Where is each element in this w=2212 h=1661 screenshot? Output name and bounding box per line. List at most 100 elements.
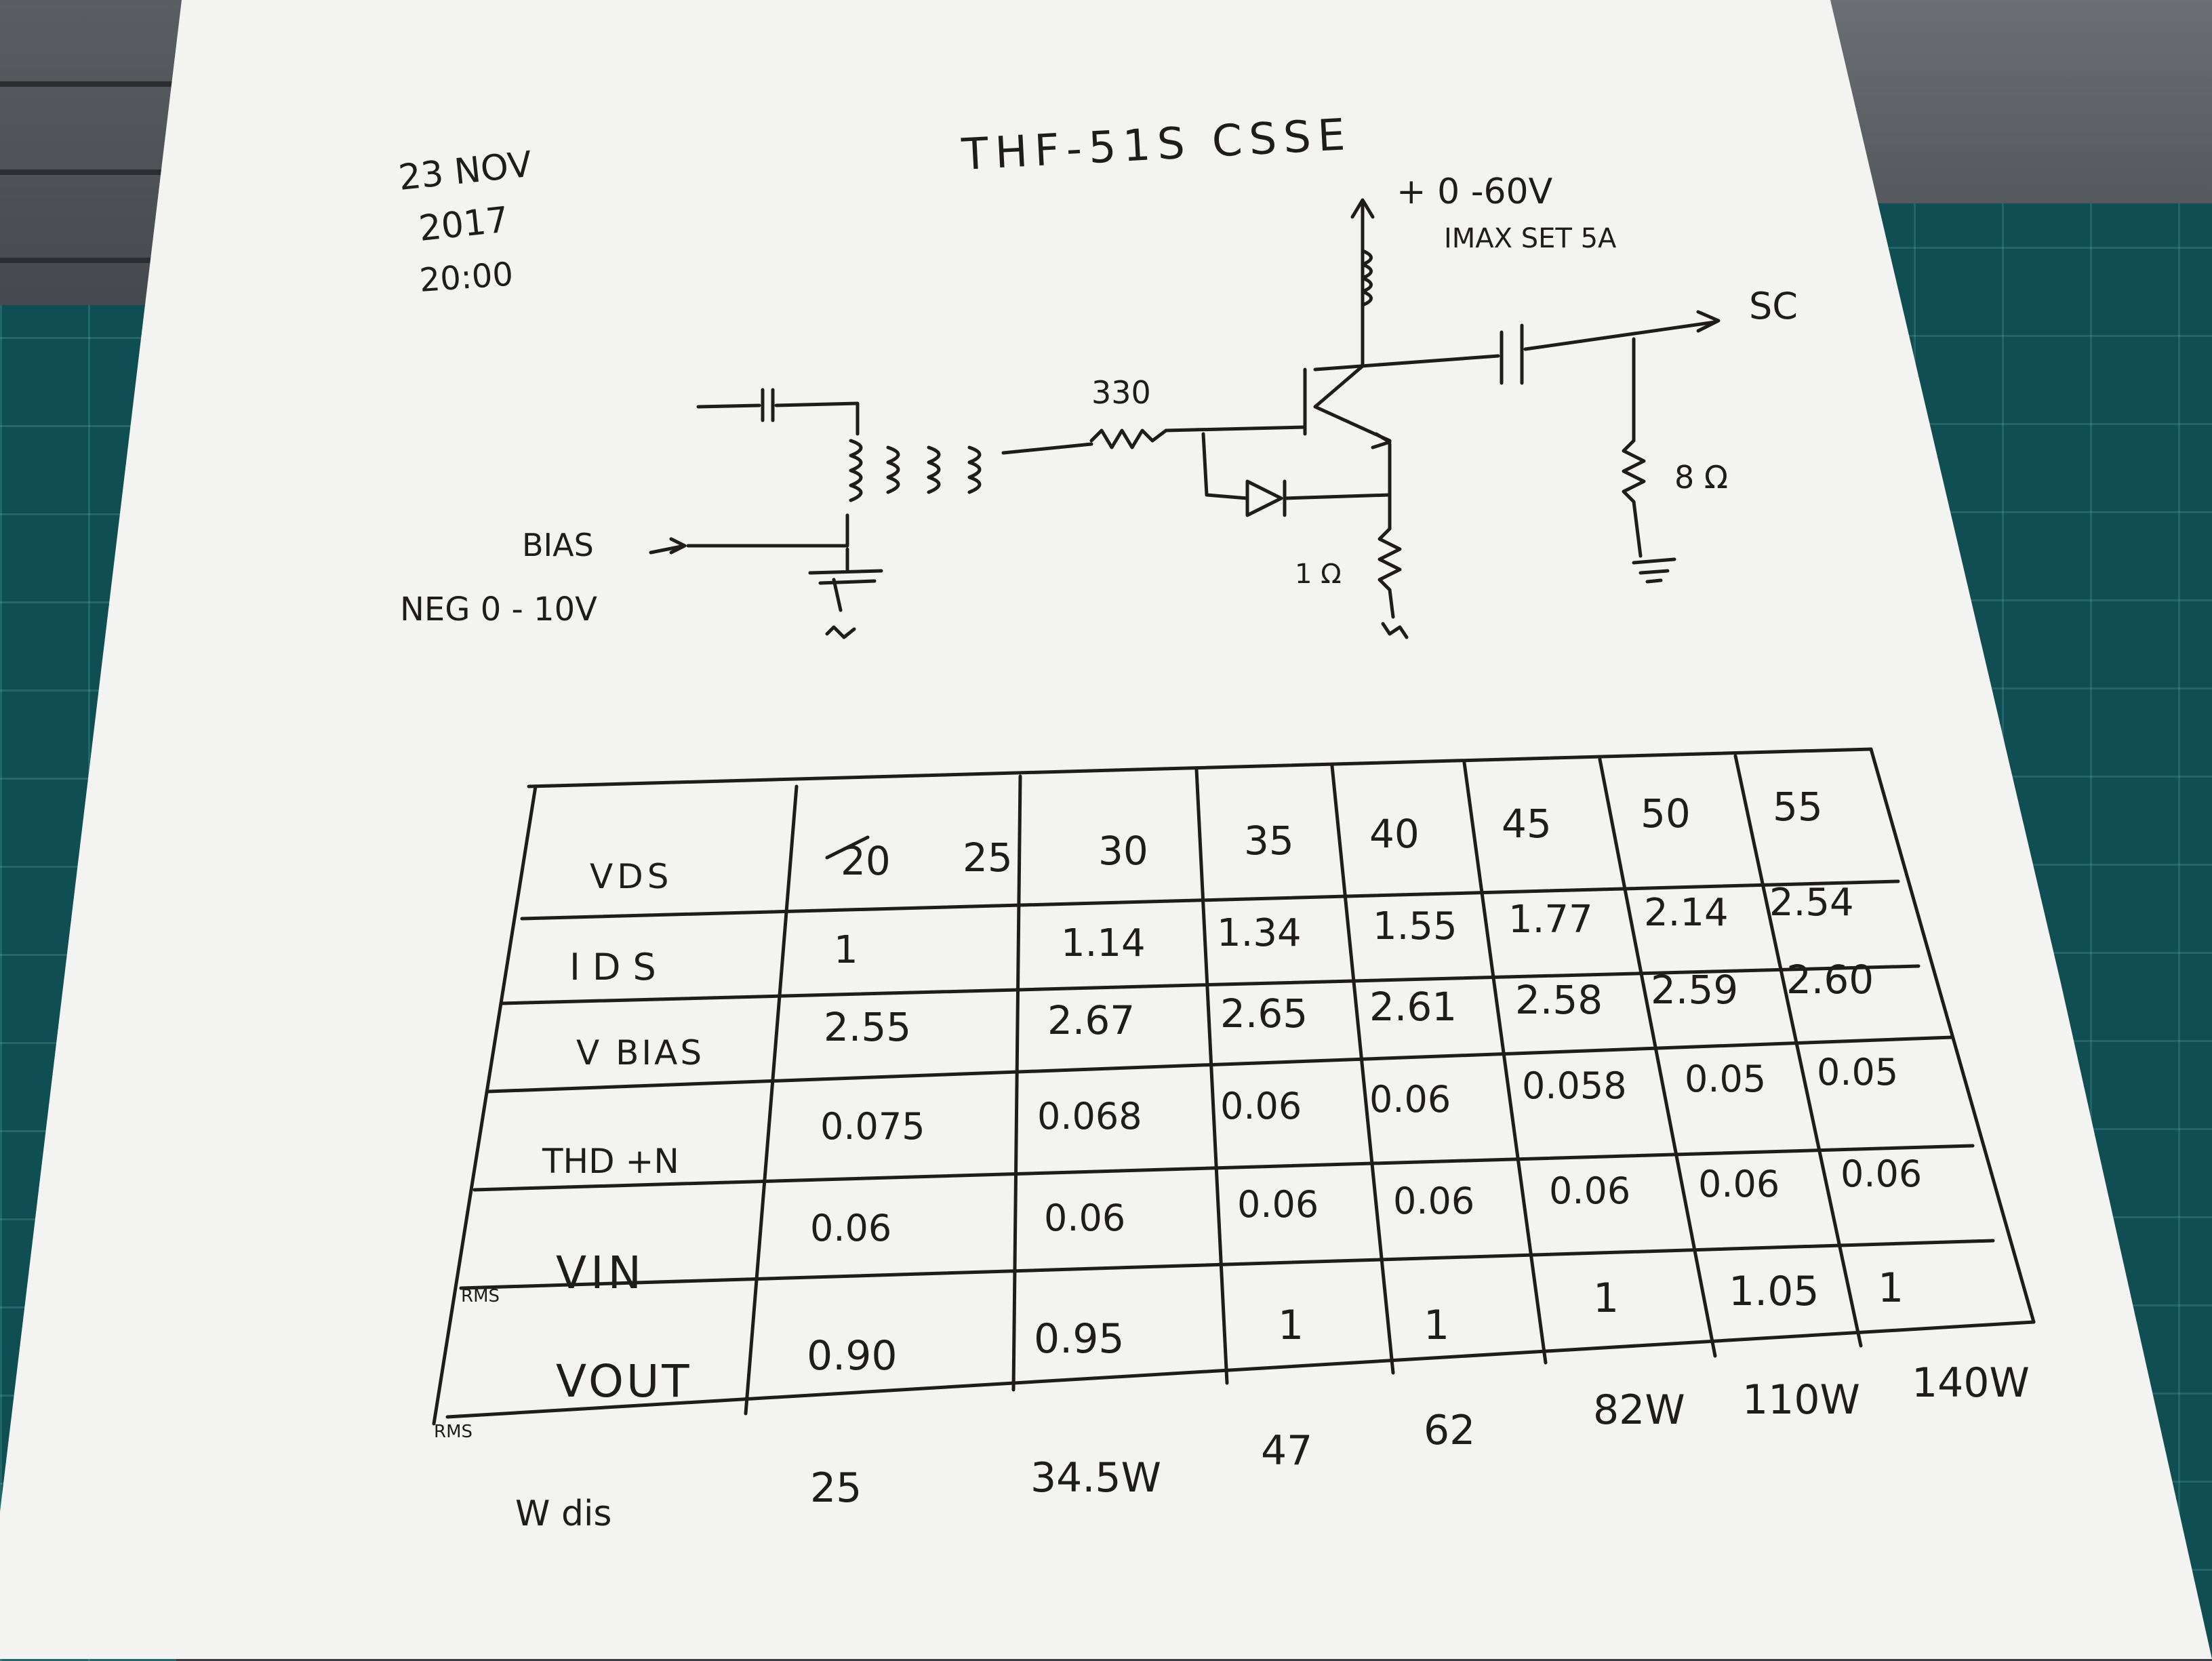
- table-cell: 0.068: [1037, 1095, 1142, 1138]
- table-cell: 2.67: [1047, 997, 1135, 1043]
- table-cell: 2.55: [824, 1004, 911, 1050]
- table-cell: 0.06: [1549, 1169, 1630, 1212]
- supply-arrow: [1350, 198, 1375, 368]
- table-column-line: [1194, 767, 1229, 1385]
- table-cell: 1: [1593, 1275, 1619, 1322]
- table-cell: 0.06: [1220, 1085, 1302, 1127]
- table-cell: 2.54: [1769, 881, 1854, 925]
- table-cell: 0.075: [820, 1105, 925, 1148]
- table-cell: 2.58: [1515, 977, 1603, 1023]
- header: 23 NOV 2017 20:00 THF-51S CSSE: [397, 110, 1353, 300]
- dissipation-row: W dis 25 34.5W 47 62 82W 110W 140W: [515, 1359, 2030, 1534]
- row-header-ids: IDS: [569, 946, 668, 988]
- table-cell: 1: [1878, 1264, 1904, 1312]
- table-cell: 2.14: [1644, 891, 1729, 935]
- mosfet: [1303, 364, 1392, 449]
- table-cell: 2.59: [1651, 967, 1738, 1013]
- table-column-line: [1330, 764, 1395, 1375]
- row-header-vbias: V BIAS: [576, 1033, 704, 1073]
- imax-label: IMAX SET 5A: [1444, 223, 1617, 254]
- table-left-border: [432, 784, 538, 1426]
- load-resistor: [1622, 337, 1646, 558]
- table-column-line: [1733, 754, 1863, 1348]
- bias-label: BIAS: [522, 527, 594, 563]
- table-row-line: [472, 1144, 1975, 1192]
- vout-row: 0.90 0.95 1 1 1 1.05 1: [807, 1264, 1904, 1380]
- table-cell: 2.61: [1369, 984, 1457, 1030]
- keyboard-row: [0, 176, 203, 263]
- table-cell: 1: [1424, 1302, 1449, 1349]
- vbias-row: 2.55 2.67 2.65 2.61 2.58 2.59 2.60: [824, 957, 1874, 1050]
- table-row-line: [520, 879, 1900, 921]
- dissipation-value: 62: [1424, 1407, 1475, 1454]
- load-ground: [1632, 557, 1676, 584]
- table-cell: 2.60: [1786, 957, 1874, 1003]
- row-header-vin: VIN: [556, 1247, 645, 1299]
- table-right-border: [1869, 747, 2036, 1324]
- vout-rms-prefix: RMS: [434, 1422, 472, 1442]
- page-title: THF-51S CSSE: [960, 110, 1353, 180]
- vin-row: 0.06 0.06 0.06 0.06 0.06 0.06 0.06: [810, 1153, 1922, 1249]
- table-cell: 40: [1369, 811, 1420, 857]
- ids-row: 1 1.14 1.34 1.55 1.77 2.14 2.54: [834, 881, 1854, 972]
- bias-input-wire: [649, 513, 849, 555]
- transformer-secondary: [886, 445, 982, 494]
- table-cell: 20: [841, 838, 891, 884]
- table-top-border: [527, 747, 1873, 788]
- table-cell: 0.06: [1393, 1180, 1474, 1222]
- table-cell: 1.05: [1729, 1268, 1819, 1315]
- table-cell: 0.058: [1522, 1064, 1627, 1107]
- bias-range-label: NEG 0 - 10V: [400, 591, 597, 628]
- date-line-1: 23 NOV: [397, 144, 534, 199]
- table-bottom-border: [445, 1320, 2036, 1419]
- source-resistor: [1378, 442, 1402, 619]
- row-headers: VDS IDS V BIAS THD +N RMS VIN RMS VOUT: [434, 857, 704, 1442]
- table-cell: 2.65: [1220, 990, 1308, 1037]
- table-cell: 0.06: [1237, 1183, 1319, 1226]
- table-row-line: [500, 964, 1921, 1005]
- table-row-line: [486, 1035, 1954, 1094]
- bias-diode: [1201, 432, 1392, 517]
- source-ground: [1381, 622, 1409, 639]
- table-cell: 0.06: [1044, 1197, 1125, 1239]
- bias-ground: [825, 625, 856, 639]
- table-cell: 0.06: [1369, 1078, 1451, 1121]
- time-label: 20:00: [418, 255, 515, 300]
- table-cell: 1.77: [1508, 898, 1593, 942]
- keyboard-row: [0, 0, 203, 87]
- bias-capacitor: [808, 547, 883, 612]
- vds-row: 20 25 30 35 40 45 50 55: [841, 784, 1823, 884]
- dissipation-value: 140W: [1912, 1359, 2030, 1407]
- table-cell: 1: [1278, 1302, 1304, 1349]
- output-label: SC: [1749, 285, 1798, 327]
- row-header-vds: VDS: [590, 857, 672, 896]
- dissipation-value: 25: [810, 1464, 862, 1512]
- table-cell: 0.06: [1698, 1163, 1779, 1205]
- table-cell: 1.55: [1373, 904, 1457, 948]
- table-cell: 0.06: [1841, 1153, 1922, 1195]
- table-cell: 0.05: [1685, 1058, 1766, 1100]
- gate-resistor-label: 330: [1091, 374, 1151, 411]
- gate-wire: [1164, 425, 1307, 433]
- table-cell: 0.90: [807, 1332, 898, 1380]
- vin-rms-prefix: RMS: [461, 1286, 500, 1306]
- table-cell: 35: [1244, 818, 1294, 864]
- table-cell: 45: [1502, 801, 1552, 847]
- table-cell: 1: [834, 928, 858, 972]
- keyboard-row: [0, 88, 203, 175]
- output-arrow: [1523, 310, 1721, 351]
- transformer-primary: [849, 439, 863, 502]
- table-cell: 1.34: [1217, 911, 1302, 955]
- table-cell: 0.95: [1034, 1315, 1125, 1363]
- output-capacitor: [1500, 323, 1524, 385]
- table-cell: 0.05: [1817, 1051, 1898, 1094]
- dissipation-label: W dis: [515, 1494, 612, 1534]
- table-cell: 30: [1098, 828, 1148, 874]
- gate-resistor: [1089, 428, 1168, 449]
- row-header-vout: VOUT: [556, 1355, 692, 1407]
- strikeout-mark: [825, 835, 870, 860]
- table-column-line: [744, 784, 799, 1416]
- table-cell: 50: [1641, 791, 1691, 837]
- choke-inductor: [1361, 249, 1373, 307]
